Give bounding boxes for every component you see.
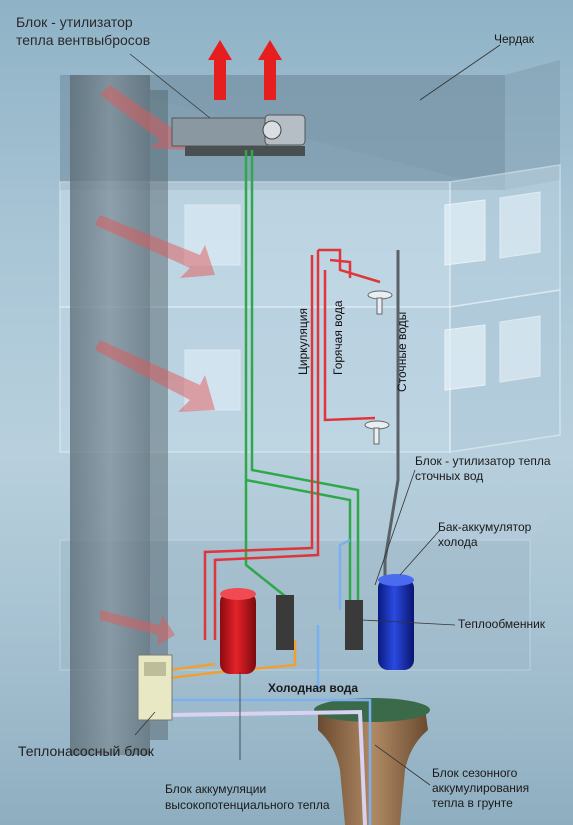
hot-water-label: Горячая вода	[331, 300, 345, 376]
seasonal-label-line2: аккумулирования	[432, 781, 530, 795]
lavender-pipe	[169, 709, 367, 825]
attic-label: Чердак	[494, 32, 534, 46]
ventilation-shaft	[70, 75, 168, 755]
heat-exchanger-label: Теплообменник	[458, 617, 546, 631]
cold-water-label: Холодная вода	[268, 681, 359, 695]
circulation-label: Циркуляция	[296, 308, 310, 375]
leader-lines	[129, 44, 501, 786]
seasonal-label-line3: тепла в грунте	[432, 796, 513, 810]
vent-heat-recovery-unit	[171, 114, 306, 156]
heat-exchangers	[276, 595, 363, 650]
heat-pump-label: Теплонасосный блок	[18, 743, 154, 759]
waste-water-label: Сточные воды	[395, 311, 409, 392]
cold-tank-label-line1: Бак-аккумулятор	[438, 520, 532, 534]
seasonal-label-line1: Блок сезонного	[432, 766, 518, 780]
red-accumulation-tank	[220, 588, 256, 674]
ground-storage	[314, 698, 430, 825]
vent-unit-label-line1: Блок - утилизатор	[16, 14, 133, 30]
vent-unit-label-line2: тепла вентвыбросов	[16, 32, 151, 48]
hot-water-pipes	[203, 248, 381, 640]
waste-unit-label-line2: сточных вод	[415, 469, 484, 483]
sinks	[364, 290, 393, 445]
warm-air-flows	[95, 85, 215, 645]
blue-cold-tank	[378, 574, 414, 670]
hp-accum-label-line2: высокопотенциального тепла	[165, 798, 330, 812]
cold-tank-label-line2: холода	[438, 535, 478, 549]
waste-unit-label-line1: Блок - утилизатор тепла	[415, 454, 551, 468]
orange-pipes	[169, 640, 297, 680]
heat-pump-unit	[137, 654, 173, 721]
exhaust-arrows	[208, 40, 282, 100]
green-pipes	[244, 150, 360, 610]
hp-accum-label-line1: Блок аккумуляции	[165, 782, 267, 796]
waste-water-pipe	[383, 250, 400, 590]
